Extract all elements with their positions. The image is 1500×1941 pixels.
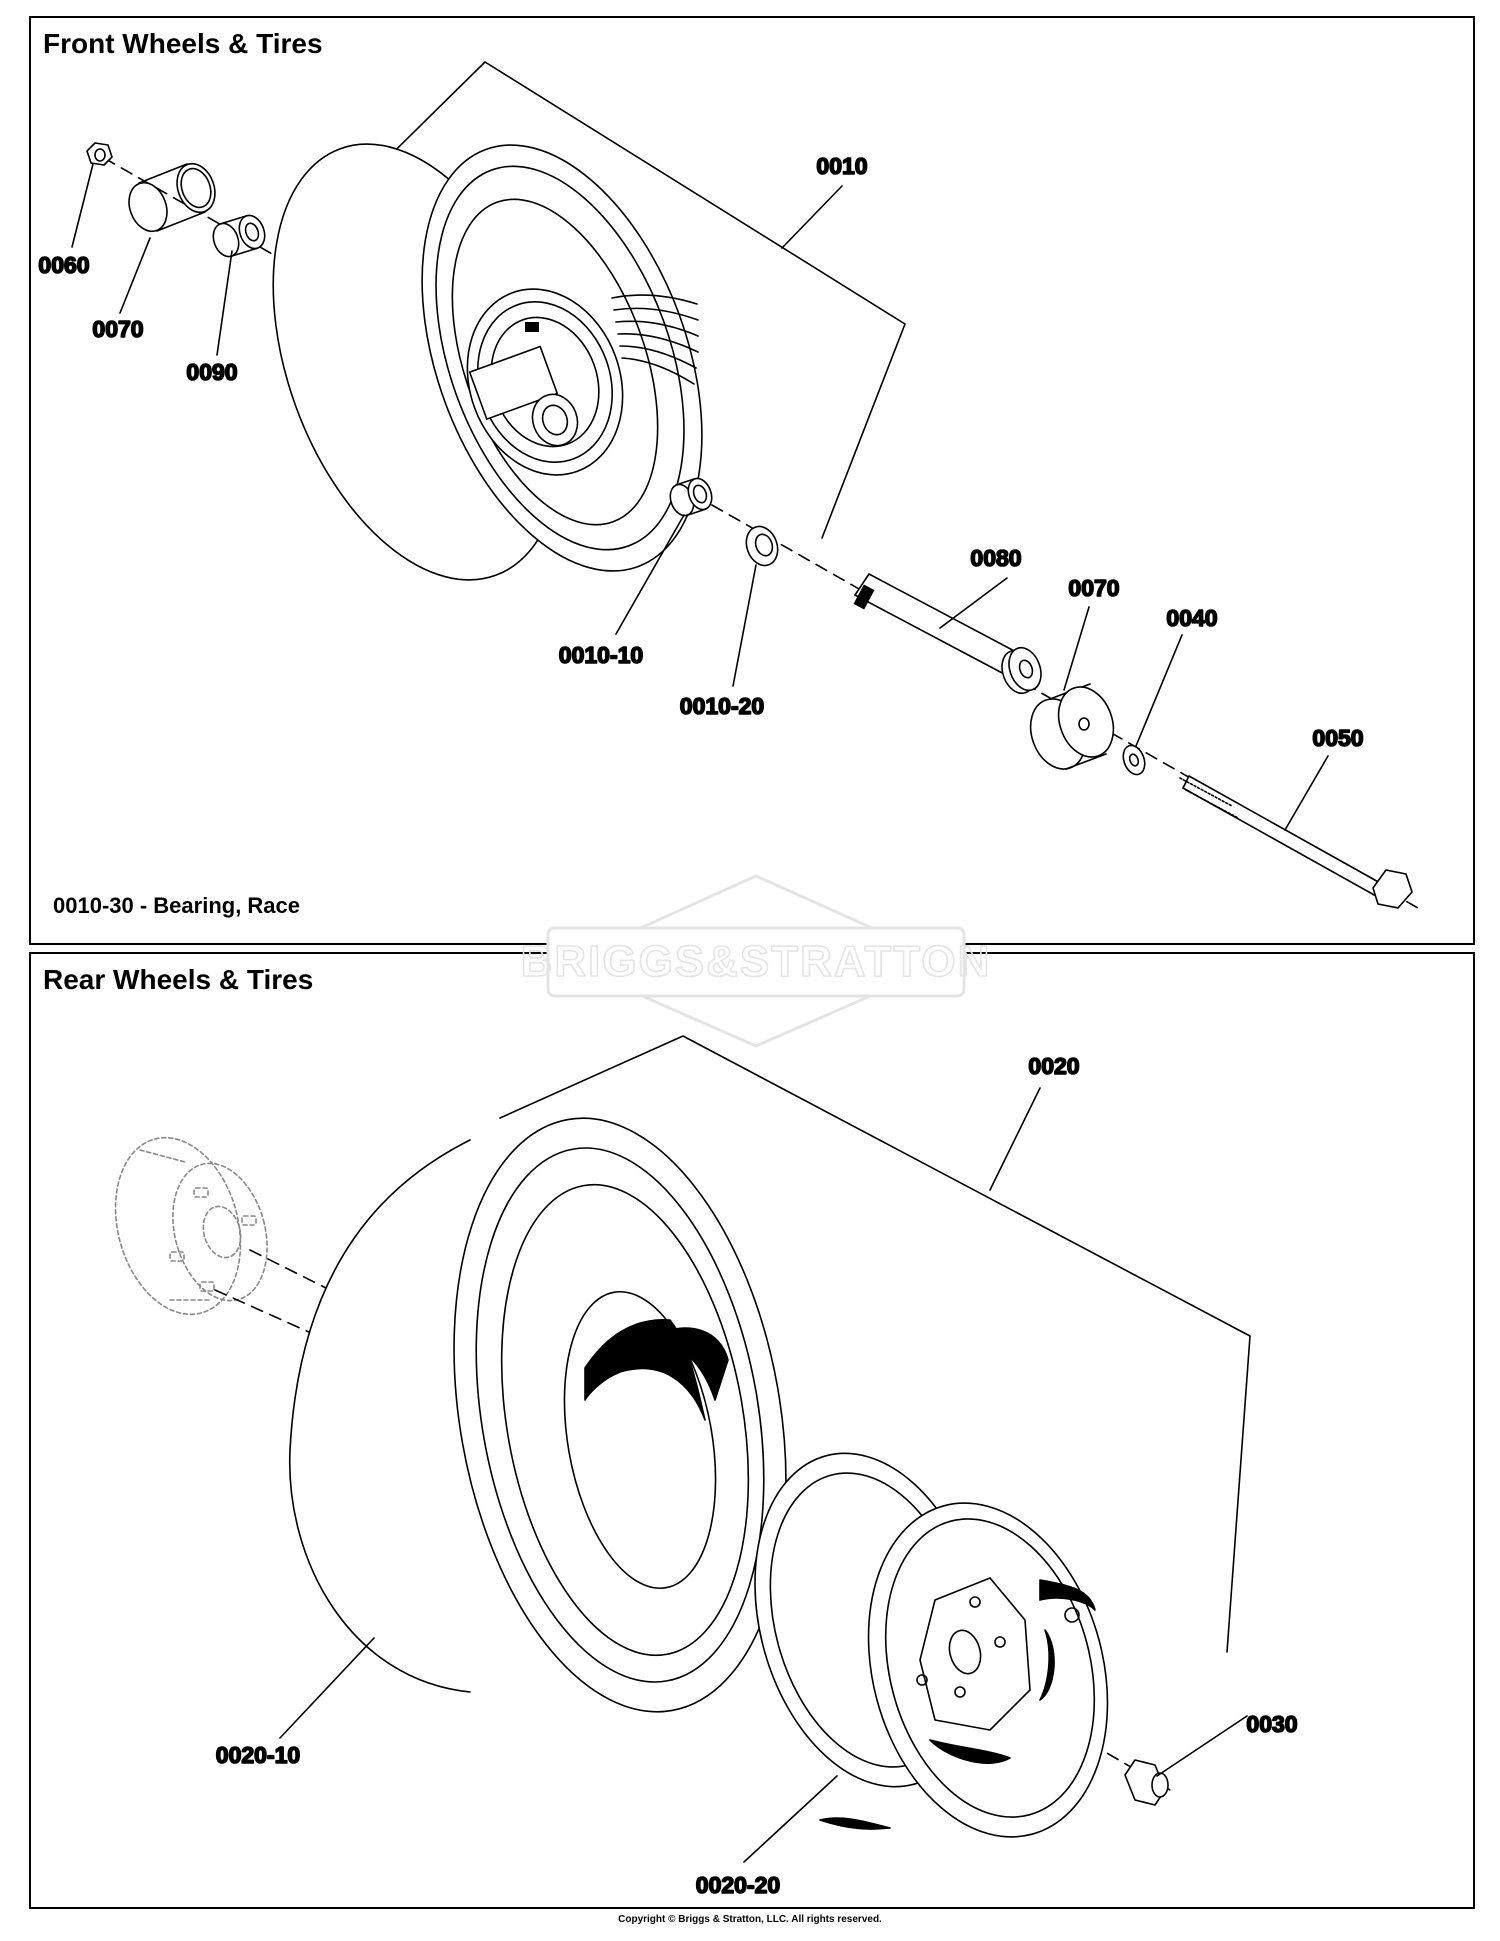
rear-wheel-rim — [754, 1452, 1109, 1838]
callout-0020-20: 0020-20 — [696, 1872, 780, 1898]
rear-tire — [288, 1117, 787, 1713]
callout-0070-left: 0070 — [92, 316, 143, 342]
part-0060-nut — [86, 142, 113, 166]
briggs-stratton-watermark: BRIGGS&STRATTON — [520, 874, 992, 1048]
rear-axle-hub-phantom — [114, 1136, 268, 1316]
part-0080-sleeve — [853, 573, 1042, 695]
assembly-bracket-0020 — [499, 1035, 1251, 1653]
part-0010-20-seal — [745, 525, 779, 567]
watermark-text: BRIGGS&STRATTON — [521, 937, 992, 986]
part-0010-10-bearing — [669, 477, 713, 517]
callout-0030: 0030 — [1246, 1711, 1297, 1737]
callout-0010: 0010 — [816, 153, 867, 179]
rear-leader-lines — [279, 1637, 1248, 1863]
part-0030-lug-nut — [1124, 1759, 1169, 1806]
front-wheel-rim — [466, 288, 624, 476]
part-0070-spacer-right — [1029, 683, 1115, 770]
callout-0010-20: 0010-20 — [680, 693, 764, 719]
copyright-notice: Copyright © Briggs & Stratton, LLC. All … — [618, 1914, 882, 1925]
part-0070-spacer-left — [128, 162, 216, 233]
front-panel-title: Front Wheels & Tires — [43, 28, 323, 59]
stud-centerline-2 — [214, 1289, 321, 1338]
part-0090-bearing — [212, 214, 266, 258]
callout-0080: 0080 — [970, 545, 1021, 571]
callout-0060: 0060 — [38, 252, 89, 278]
callout-0010-10: 0010-10 — [559, 642, 643, 668]
front-wheels-panel: Front Wheels & Tires 0010-30 - Bearing, … — [29, 16, 1475, 945]
callout-0050: 0050 — [1312, 725, 1363, 751]
bearing-race-note: 0010-30 - Bearing, Race — [53, 893, 301, 918]
front-leader-lines — [71, 163, 1329, 831]
callout-0020-10: 0020-10 — [216, 1742, 300, 1768]
part-0040-washer — [1122, 744, 1146, 776]
callout-0070-right: 0070 — [1068, 575, 1119, 601]
leader-0010 — [781, 185, 843, 249]
rear-panel-title: Rear Wheels & Tires — [43, 964, 314, 995]
callout-0020: 0020 — [1028, 1053, 1079, 1079]
leader-0020 — [989, 1087, 1041, 1191]
assembly-bracket-0010 — [349, 61, 906, 539]
part-0050-bolt — [1179, 775, 1413, 909]
callout-0040: 0040 — [1166, 605, 1217, 631]
stud-centerline-1 — [249, 1249, 331, 1291]
callout-0090: 0090 — [186, 359, 237, 385]
